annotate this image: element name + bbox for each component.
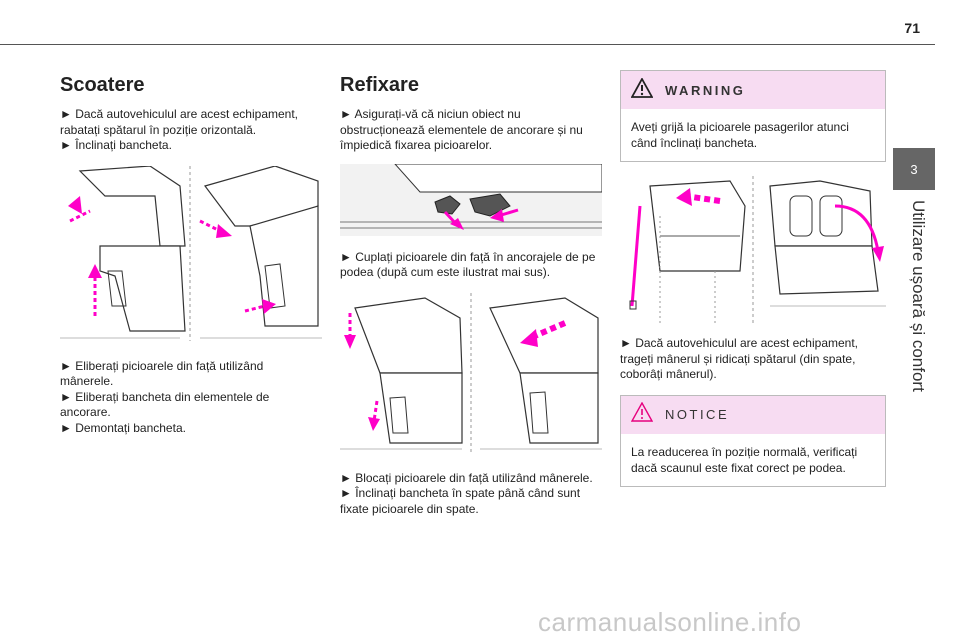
watermark: carmanualsonline.info	[538, 607, 802, 637]
header-rule	[0, 44, 935, 45]
scoatere-step-1: ► Dacă autovehiculul are acest echipamen…	[60, 107, 322, 154]
column-scoatere: Scoatere ► Dacă autovehiculul are acest …	[60, 70, 322, 436]
text-line: dacă scaunul este fixat corect pe podea.	[631, 460, 846, 475]
warning-triangle-icon	[630, 76, 654, 103]
text-line: ► Dacă autovehiculul are acest echipamen…	[620, 336, 859, 350]
notice-header: NOTICE	[621, 395, 885, 434]
text-line: rabatați spătarul în poziție orizontală.	[60, 122, 257, 137]
refixare-step-1: ► Asigurați-vă că niciun obiect nu obstr…	[340, 107, 602, 154]
text-line: ► Cuplați picioarele din față în ancoraj…	[340, 249, 596, 264]
notice-triangle-icon	[630, 401, 654, 427]
scoatere-step-2: ► Eliberați picioarele din față utilizân…	[60, 359, 322, 437]
text-line: ancorare.	[60, 405, 111, 419]
refixare-step-3: ► Blocați picioarele din față utilizând …	[340, 471, 602, 518]
illustration-backrest	[620, 176, 886, 326]
refixare-step-2: ► Cuplați picioarele din față în ancoraj…	[340, 250, 602, 281]
text-line: ► Eliberați bancheta din elementele de	[60, 389, 270, 404]
chapter-tab[interactable]: 3	[893, 148, 935, 190]
chapter-title: Utilizare ușoară și confort	[909, 200, 928, 392]
illustration-floor-anchor	[340, 163, 602, 236]
notice-box: NOTICE La readucerea în poziție normală,…	[620, 394, 886, 487]
text-line: când înclinați bancheta.	[631, 136, 758, 150]
warning-title: WARNING	[665, 82, 746, 98]
page-number: 71	[904, 20, 920, 36]
illustration-seat-removal	[60, 165, 322, 341]
column-right: WARNING Aveți grijă la picioarele pasage…	[620, 70, 886, 487]
text-line: coborâți mânerul).	[620, 367, 717, 381]
text-line: La readucerea în poziție normală, verifi…	[631, 444, 858, 459]
text-line: ► Blocați picioarele din față utilizând …	[340, 470, 593, 485]
notice-title: NOTICE	[665, 407, 730, 422]
heading-refixare: Refixare	[340, 74, 419, 96]
text-line: mânerele.	[60, 374, 114, 388]
heading-scoatere: Scoatere	[60, 74, 145, 96]
text-line: fixate picioarele din spate.	[340, 501, 479, 516]
text-line: Aveți grijă la picioarele pasagerilor at…	[631, 120, 849, 134]
chapter-tab-number: 3	[910, 161, 918, 177]
column-refixare: Refixare ► Asigurați-vă că niciun obiect…	[340, 70, 602, 517]
text-line: ► Asigurați-vă că niciun obiect nu	[340, 107, 521, 121]
text-line: trageți mânerul și ridicați spătarul (di…	[620, 351, 856, 366]
text-line: ► Demontați bancheta.	[60, 420, 186, 435]
illustration-seat-refit	[340, 292, 602, 455]
backrest-step: ► Dacă autovehiculul are acest echipamen…	[620, 336, 886, 383]
warning-header: WARNING	[621, 71, 885, 109]
text-line: împiedică fixarea picioarelor.	[340, 138, 493, 152]
text-line: obstrucționează elementele de ancorare ș…	[340, 122, 583, 137]
text-line: ► Înclinați bancheta.	[60, 138, 172, 152]
text-line: ► Dacă autovehiculul are acest echipamen…	[60, 107, 299, 121]
text-line: ► Înclinați bancheta în spate până când …	[340, 486, 581, 500]
text-line: podea (după cum este ilustrat mai sus).	[340, 265, 551, 279]
warning-box: WARNING Aveți grijă la picioarele pasage…	[620, 70, 886, 162]
text-line: ► Eliberați picioarele din față utilizân…	[60, 358, 264, 373]
notice-body: La readucerea în poziție normală, verifi…	[621, 434, 885, 486]
warning-body: Aveți grijă la picioarele pasagerilor at…	[621, 109, 885, 161]
